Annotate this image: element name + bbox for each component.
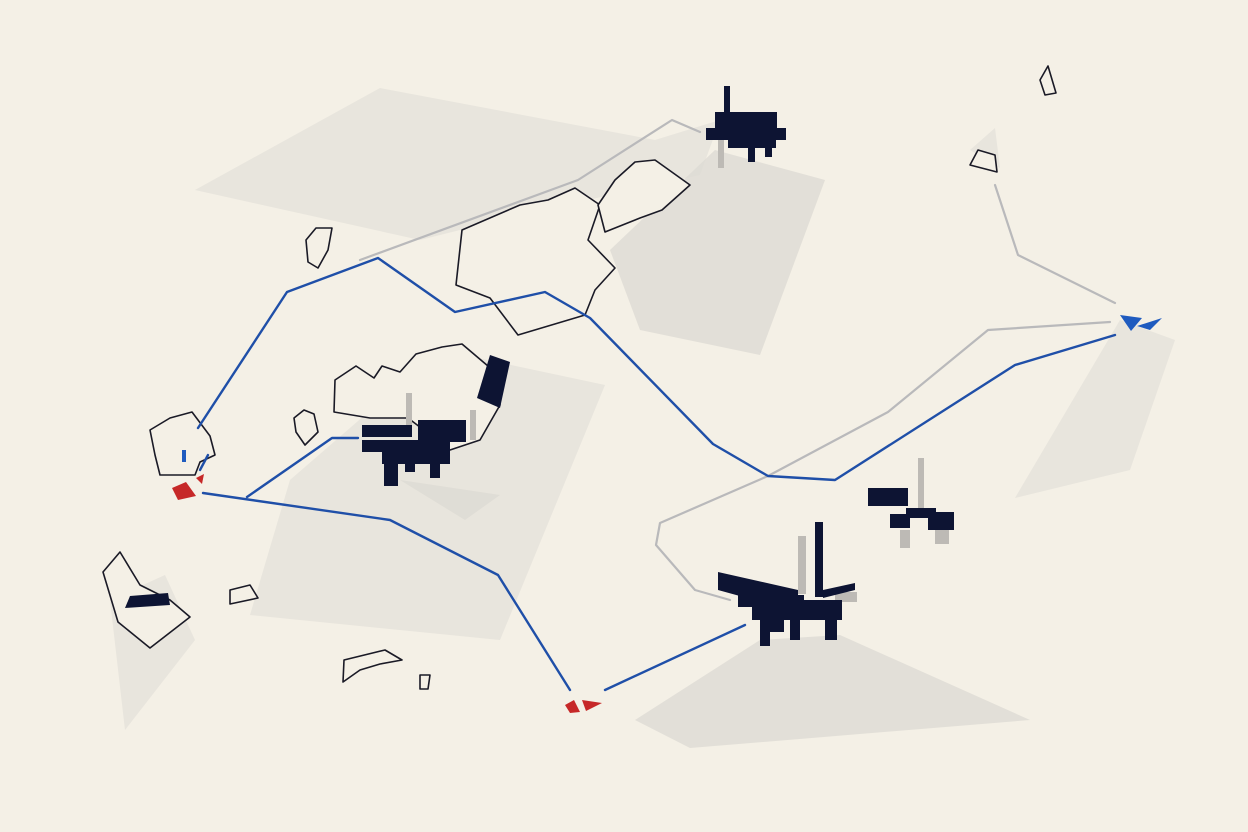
- blue-arrow-marker-icon: [1120, 315, 1162, 331]
- platform-south: [718, 522, 857, 646]
- markers: [125, 315, 1162, 713]
- rig-ghost-tower: [406, 393, 412, 433]
- secondary-routes: [358, 118, 1117, 602]
- platform-east: [868, 458, 954, 548]
- rig-ghost-tower: [918, 458, 924, 510]
- island-south: [342, 649, 403, 683]
- red-arrow-marker-icon: [172, 474, 204, 500]
- land-outlines: [102, 65, 1057, 690]
- islet-southwest: [229, 584, 259, 605]
- shadow-north-band: [195, 88, 720, 240]
- primary-route-southeast: [603, 623, 747, 692]
- island-north-east: [597, 159, 691, 233]
- shadow-south-rig: [635, 635, 1030, 748]
- shadow-central-rig: [400, 480, 500, 520]
- platform-north: [706, 86, 786, 168]
- rig-ghost-tower: [798, 536, 806, 594]
- offshore-rig-icon: [868, 488, 954, 530]
- islet-northeast-1: [1039, 65, 1057, 96]
- primary-route-west-stub: [198, 453, 210, 472]
- secondary-route-east: [654, 320, 1112, 602]
- terrain-shadows: [110, 88, 1175, 748]
- primary-routes: [196, 256, 1117, 692]
- primary-route-north: [196, 256, 1117, 482]
- primary-route-central-link: [245, 436, 360, 499]
- island-small-north: [305, 227, 333, 269]
- islet-south: [419, 674, 431, 690]
- rig-ghost-leg: [470, 410, 476, 440]
- rig-ghost-leg: [935, 528, 949, 544]
- offshore-rig-icon: [718, 522, 855, 646]
- offshore-rig-icon: [362, 420, 466, 486]
- dark-marker-southwest: [125, 593, 170, 608]
- platform-central: [362, 355, 510, 486]
- island-central-islet: [293, 409, 319, 446]
- red-arrow-marker-icon: [565, 700, 602, 713]
- primary-route-south: [201, 491, 572, 692]
- blue-marker-small: [182, 450, 186, 462]
- secondary-route-northeast: [993, 183, 1117, 305]
- rig-ghost-deck: [835, 592, 857, 602]
- shadow-east: [1015, 320, 1175, 498]
- island-west: [149, 411, 216, 476]
- rig-ghost-leg: [718, 138, 724, 168]
- rig-ghost-leg: [900, 530, 910, 548]
- dark-landmass-marker: [477, 355, 510, 408]
- islet-northeast-2: [969, 149, 998, 173]
- offshore-rig-icon: [706, 86, 786, 162]
- secondary-route-north: [358, 118, 702, 262]
- island-north-large: [455, 187, 616, 336]
